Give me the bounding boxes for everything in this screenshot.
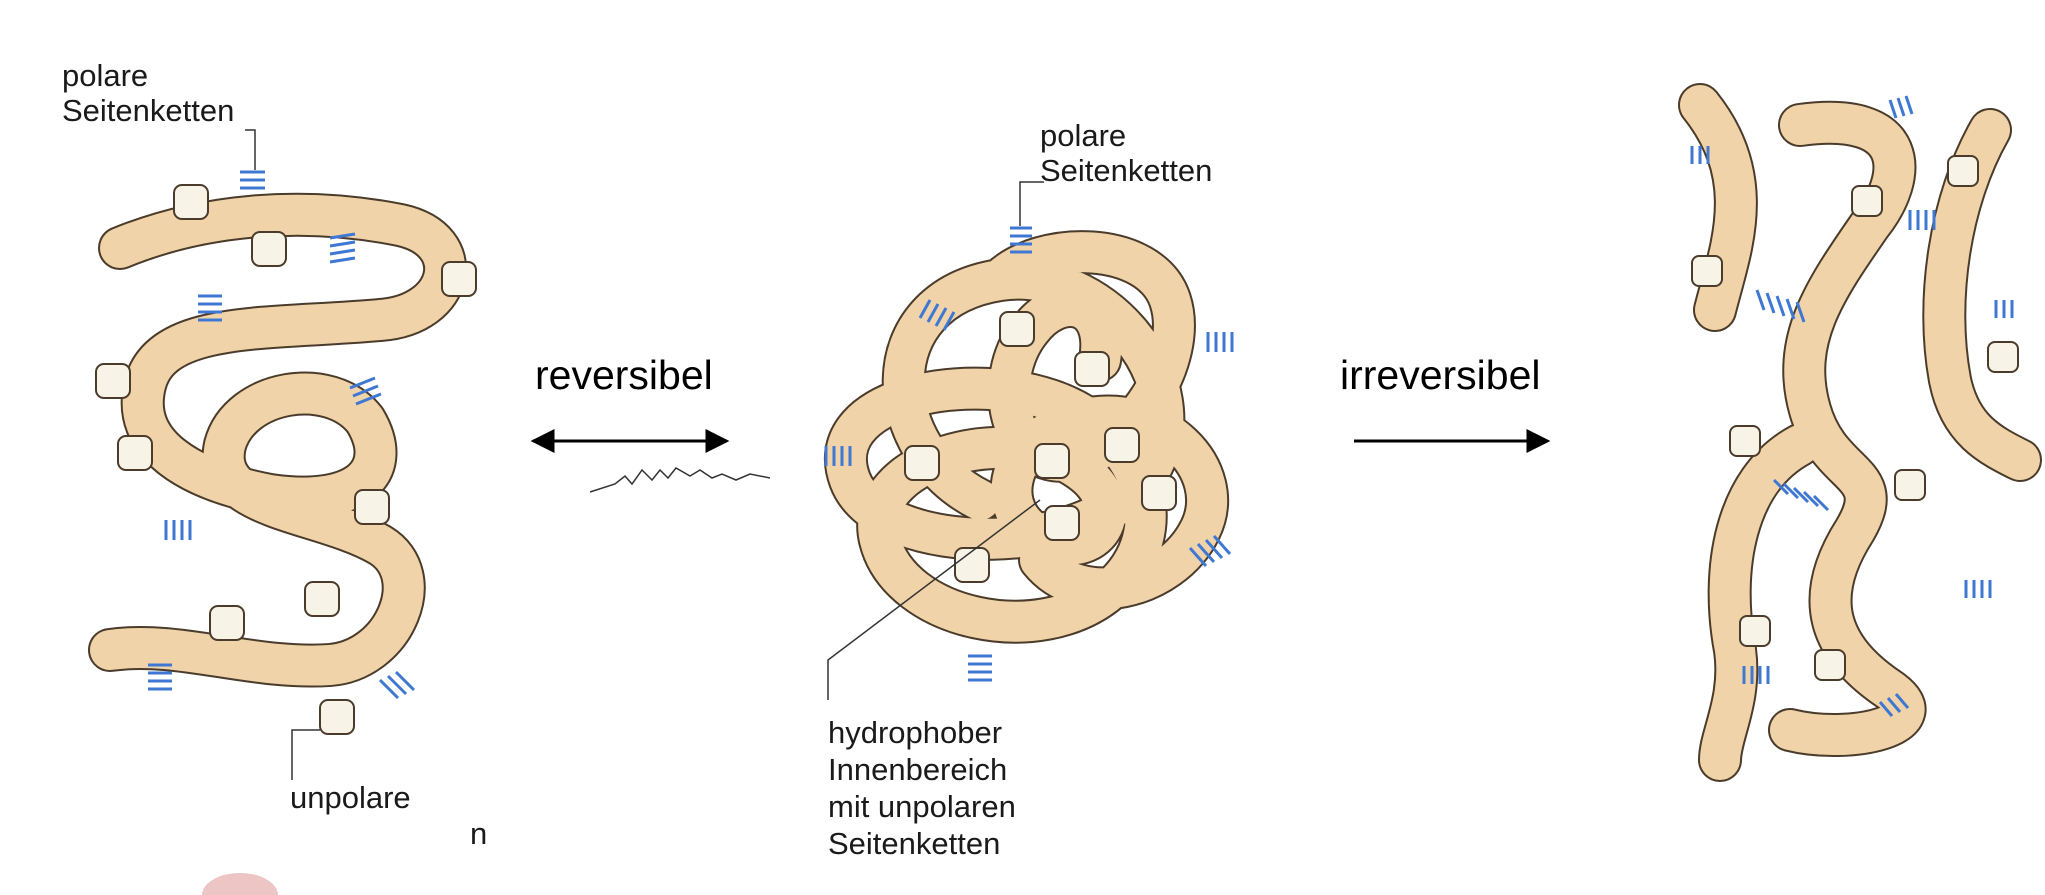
polar-hatch — [1908, 210, 1936, 230]
polar-hatch — [918, 299, 956, 331]
hydrophobic-core-label-line1: hydrophober — [828, 715, 1003, 750]
nonpolar-box — [1104, 427, 1140, 463]
aggregate-nonpolar-side-chains — [1691, 155, 2019, 681]
polar-hatch — [198, 294, 222, 322]
nonpolar-box — [319, 699, 355, 735]
aggregated-protein-panel — [1678, 83, 2042, 782]
nonpolar-box — [95, 363, 131, 399]
polar-hatch — [164, 520, 192, 540]
polar-hatch — [378, 670, 416, 700]
polar-label-center: polare Seitenketten — [1040, 118, 1212, 188]
core-leader-line — [827, 499, 1041, 700]
polar-hatch — [329, 232, 356, 264]
reversible-arrow-label-text: reversibel — [535, 352, 713, 398]
nonpolar-box — [1947, 155, 1979, 187]
polar-hatch — [1755, 289, 1806, 323]
polar-hatch — [1010, 226, 1032, 254]
hydrophobic-core-label-line3: mit unpolaren — [828, 789, 1016, 824]
folded-nonpolar-side-chains — [904, 311, 1177, 583]
nonpolar-box — [251, 231, 287, 267]
hydrophobic-core-label-line2: Innenbereich — [828, 752, 1008, 787]
irreversible-arrow-label-text: irreversibel — [1340, 352, 1541, 398]
nonpolar-leader-line — [291, 729, 320, 780]
nonpolar-label-text: unpolare — [290, 780, 411, 815]
nonpolar-box — [117, 435, 153, 471]
nonpolar-box — [1074, 351, 1110, 387]
nonpolar-box — [954, 547, 990, 583]
nonpolar-box — [304, 581, 340, 617]
polar-label-left: polare Seitenketten — [62, 58, 234, 128]
polar-leader-line-left — [245, 129, 256, 170]
stray-scribble — [589, 467, 771, 493]
nonpolar-box — [441, 261, 477, 297]
polar-hatch — [968, 654, 992, 682]
polar-hatch — [1878, 693, 1910, 717]
nonpolar-box — [354, 489, 390, 525]
aggregate-polar-side-chains — [1690, 95, 2014, 717]
folded-polar-side-chains — [824, 226, 1234, 682]
nonpolar-box — [1141, 475, 1177, 511]
nonpolar-box — [904, 445, 940, 481]
nonpolar-box — [1691, 255, 1723, 287]
polar-hatch — [1188, 535, 1232, 567]
polar-label-center-line1: polare — [1040, 118, 1127, 153]
extended-chain-fill — [90, 194, 466, 686]
polar-hatch — [240, 170, 265, 190]
nonpolar-label: unpolare — [290, 780, 411, 815]
nonpolar-box — [1034, 443, 1070, 479]
polar-label-left-line2: Seitenketten — [62, 93, 235, 128]
nonpolar-box — [209, 605, 245, 641]
polar-hatch — [1690, 146, 1710, 164]
nonpolar-side-chains — [95, 184, 477, 735]
polar-hatch — [1994, 300, 2014, 318]
polar-hatch — [1742, 666, 1770, 684]
polar-label-center-line2: Seitenketten — [1040, 153, 1213, 188]
nonpolar-box — [1894, 469, 1926, 501]
hydrophobic-core-label-line4: Seitenketten — [828, 826, 1001, 861]
nonpolar-box — [1729, 425, 1761, 457]
polar-hatch — [824, 446, 852, 466]
folded-chain-fill — [826, 232, 1227, 642]
nonpolar-box — [1851, 185, 1883, 217]
polar-leader-line-center — [1019, 181, 1044, 226]
corner-artifact — [202, 873, 278, 895]
folded-protein-panel — [824, 181, 1234, 700]
hydrophobic-core-label: hydrophober Innenbereich mit unpolaren S… — [828, 714, 1016, 862]
polar-hatch — [1772, 478, 1830, 512]
reversible-arrow-label: reversibel — [535, 352, 713, 398]
nonpolar-box — [1987, 341, 2019, 373]
polar-label-left-line1: polare — [62, 58, 149, 93]
irreversible-arrow-label: irreversibel — [1340, 352, 1541, 398]
nonpolar-box — [999, 311, 1035, 347]
extended-protein-panel — [88, 129, 477, 780]
polar-hatch — [148, 663, 172, 691]
polar-hatch — [1888, 95, 1914, 119]
stray-letter: n — [470, 816, 487, 851]
stray-letter-text: n — [470, 816, 488, 851]
polar-hatch — [1206, 332, 1234, 352]
polar-hatch — [1964, 580, 1992, 598]
nonpolar-box — [1739, 615, 1771, 647]
nonpolar-box — [1044, 505, 1080, 541]
nonpolar-box — [1814, 649, 1846, 681]
polar-hatch — [349, 376, 382, 406]
nonpolar-box — [173, 184, 209, 220]
polar-side-chains — [148, 170, 416, 700]
